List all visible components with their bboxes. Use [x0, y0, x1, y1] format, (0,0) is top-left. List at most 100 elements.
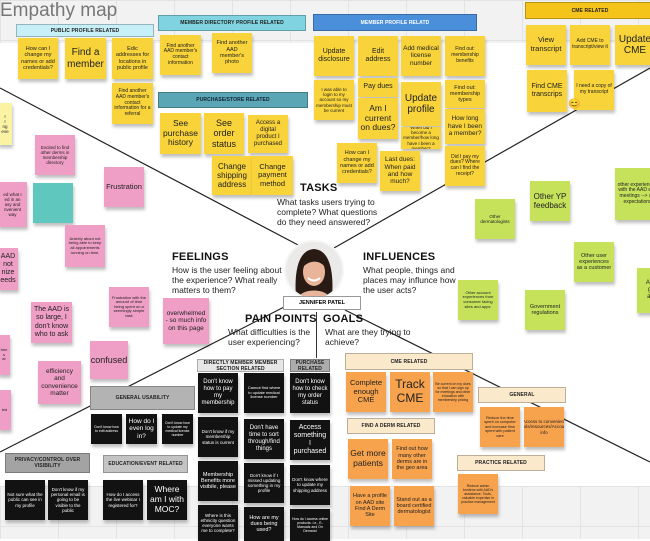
category-banner-member-directory-profile-related[interactable]: MEMBER DIRECTORY PROFILE RELATED — [158, 15, 306, 31]
sticky-note-black[interactable]: Cannot find where to update medical lice… — [244, 373, 284, 413]
sticky-note-yellow[interactable]: Add medical license number — [401, 36, 441, 76]
sticky-note-black[interactable]: Where am I with MOC? — [147, 480, 187, 520]
sticky-note-yellow[interactable]: Find CME transcrips — [527, 70, 567, 112]
sticky-note-green[interactable]: other experiences with the AAD e.g. meet… — [615, 168, 650, 220]
category-banner-cme-related[interactable]: CME RELATED — [345, 353, 473, 370]
sticky-note-yellow[interactable]: When did I become a member/how long have… — [401, 127, 441, 149]
sticky-note-orange[interactable]: Get more patients — [348, 439, 388, 479]
sticky-note-black[interactable]: Access something I purchased — [290, 420, 330, 460]
sticky-note-yellow[interactable]: Did I pay my dues? Where can I find the … — [445, 146, 485, 186]
sticky-note-pink[interactable]: ted — [0, 390, 11, 430]
sticky-note-green[interactable]: Other dermatologists — [475, 199, 515, 239]
sticky-note-pink[interactable]: AAD not nize eeds — [0, 248, 18, 290]
sticky-note-green[interactable]: Other account experiences from consumer … — [458, 280, 498, 320]
sticky-note-yellow[interactable]: Find a member — [65, 38, 106, 79]
sticky-note-pink[interactable]: Anxiety about not being able to keep all… — [65, 225, 105, 267]
sticky-note-yellow[interactable]: Update CME — [615, 25, 650, 65]
category-banner-member-profile-relatd[interactable]: MEMBER PROFILE RELATD — [313, 14, 477, 31]
sticky-note-orange[interactable]: Reduce admin burdens with AAD's assistan… — [458, 474, 498, 514]
category-banner-public-profile-related[interactable]: PUBLIC PROFILE RELATED — [16, 24, 154, 37]
persona-name: JENNIFER PATEL — [283, 296, 361, 310]
sticky-note-black[interactable]: Not sure what the public can see in my p… — [5, 480, 45, 520]
tasks-heading: TASKS — [300, 182, 338, 194]
category-banner-purchase-store-related[interactable]: PURCHASE/STORE RELATED — [158, 92, 308, 108]
sticky-note-pink[interactable]: confused — [90, 341, 128, 379]
sticky-note-black[interactable]: Don't know if I missed updating somethin… — [244, 463, 284, 503]
sticky-note-pink[interactable]: Frustration — [104, 167, 144, 207]
category-banner-general-usability[interactable]: GENERAL USABILITY — [90, 386, 195, 410]
sticky-note-black[interactable]: How do I access the live webinar I regis… — [103, 480, 143, 520]
pain-goals-divider — [316, 312, 317, 358]
sticky-note-yellow[interactable]: See purchase history — [160, 113, 201, 154]
sticky-note-black[interactable]: Don't know how to edit address — [91, 414, 122, 444]
sticky-note-black[interactable]: Membership Benefits more visibile, pleas… — [198, 461, 238, 501]
sticky-note-yellow[interactable]: Edic addresses for locations in public p… — [112, 38, 153, 79]
category-banner-purchase-related[interactable]: PURCHASE RELATED — [290, 359, 330, 372]
sticky-note-yellow[interactable]: Access a digital product I purchased — [248, 115, 288, 153]
sticky-note-black[interactable]: Where is this ethnicity question everyon… — [198, 505, 238, 541]
sticky-note-green[interactable]: Att g al — [637, 268, 650, 313]
sticky-note-black[interactable]: Don't have time to sort through/find thi… — [244, 419, 284, 459]
sticky-note-yellow[interactable]: Find out: membership benefits — [445, 36, 485, 76]
sticky-note-yellow[interactable]: I need a copy of my transcript — [574, 70, 614, 110]
category-banner-directly-member-member-section-related[interactable]: DIRECTLY MEMBER MEMBER SECTION RELATED — [197, 359, 284, 372]
sticky-note-yellow[interactable]: Last dues: When paid and how much? — [380, 151, 420, 191]
sticky-note-black[interactable]: How are my dues being used? — [244, 507, 284, 541]
sticky-note-pink[interactable]: The AAD is so large, I don't know who to… — [31, 302, 72, 343]
sticky-note-pink[interactable]: ed what I ed in an asy and nvenient way — [0, 182, 27, 227]
sticky-note-yellow[interactable]: Change shipping address — [212, 156, 252, 195]
category-banner-practice-related[interactable]: PRACTICE RELATED — [457, 455, 545, 471]
sticky-note-black[interactable]: Don't know how to update my medical lice… — [162, 414, 193, 444]
sticky-note-yellow[interactable]: Find another AAD member's contact inform… — [160, 35, 201, 75]
sticky-note-yellow[interactable]: Find out: membership types — [445, 80, 485, 108]
sticky-note-black[interactable]: Don't know how to check my order status — [290, 373, 330, 413]
sticky-note-pink[interactable]: hen s ar — [0, 335, 10, 375]
category-banner-cme-related[interactable]: CME RELATED — [525, 2, 650, 19]
sticky-note-paleyellow[interactable]: I I ng eve — [0, 103, 12, 145]
sticky-note-black[interactable]: Don't know where to update my shipping a… — [290, 465, 330, 505]
sticky-note-black[interactable]: How do I even log in? — [126, 414, 157, 444]
sticky-note-black[interactable]: Don't know if my membership status is cu… — [198, 417, 238, 457]
sticky-note-yellow[interactable]: View transcript — [526, 25, 566, 65]
sticky-note-yellow[interactable]: Find another AAD member's photo — [212, 33, 252, 73]
sticky-note-orange[interactable]: Complete enough CME — [346, 372, 386, 412]
category-banner-privacy-control-over-visibility[interactable]: PRIVACY/CONTROL OVER VISIBILITY — [5, 453, 90, 473]
sticky-note-pink[interactable]: Excited to find other derms in membershi… — [35, 135, 75, 175]
sticky-note-pink[interactable]: overwhelmed - so much info on this page — [163, 298, 209, 344]
divider-line — [0, 87, 301, 247]
sticky-note-green[interactable]: Other YP feedback — [530, 181, 570, 221]
sticky-note-yellow[interactable]: I was able to login to my account so my … — [314, 80, 354, 120]
sticky-note-black[interactable]: How do I access online products. i.e., E… — [290, 509, 330, 541]
sticky-note-orange[interactable]: Be current on my dues so that I can sign… — [433, 372, 473, 412]
sticky-note-black[interactable]: Don't know how to pay my membership — [198, 373, 238, 413]
sticky-note-teal[interactable] — [33, 183, 73, 223]
sticky-note-yellow[interactable]: Update profile — [401, 82, 441, 126]
sticky-note-orange[interactable]: Find out how many other derms are in the… — [392, 439, 432, 479]
sticky-note-yellow[interactable]: Find another AAD member's contact inform… — [112, 83, 153, 124]
category-banner-find-a-derm-related[interactable]: FIND A DERM RELATED — [347, 418, 435, 434]
persona-avatar — [284, 240, 344, 300]
sticky-note-yellow[interactable]: Update disclosure — [314, 36, 354, 76]
sticky-note-yellow[interactable]: Pay dues — [358, 78, 398, 97]
sticky-note-yellow[interactable]: How can I change my names or add credent… — [337, 143, 377, 183]
category-banner-general[interactable]: GENERAL — [478, 387, 566, 403]
sticky-note-pink[interactable]: Frustration with the amount of time bein… — [109, 287, 149, 327]
sticky-note-yellow[interactable]: How can I change my names or add credent… — [18, 38, 58, 79]
sticky-note-pink[interactable]: efficiency and convenience matter — [38, 361, 81, 404]
sticky-note-yellow[interactable]: Am I current on dues? — [358, 98, 398, 139]
sticky-note-black[interactable]: Don't know if my personal email is going… — [48, 480, 88, 520]
sticky-note-orange[interactable]: Have a profile on AAD site Find A Derm S… — [350, 486, 390, 526]
sticky-note-green[interactable]: Other user experiences as a customer — [574, 242, 614, 282]
sticky-note-orange[interactable]: Stand out as a board certified dermatolo… — [394, 486, 434, 526]
sticky-note-orange[interactable]: Track CME — [390, 372, 430, 412]
sticky-note-green[interactable]: Government regulations — [525, 290, 565, 330]
sticky-note-orange[interactable]: Access to convenient tools/resources/Acc… — [524, 407, 564, 447]
sticky-note-yellow[interactable]: Change payment method — [252, 156, 293, 195]
sticky-note-orange[interactable]: Reduce the time spent on computer and in… — [480, 407, 520, 447]
divider-line — [344, 309, 650, 463]
sticky-note-yellow[interactable]: Edit address — [358, 36, 398, 76]
category-banner-education-event-related[interactable]: EDUCATION/EVENT RELATED — [103, 455, 188, 473]
sticky-note-yellow[interactable]: How long have I been a member? — [445, 109, 485, 144]
sticky-note-yellow[interactable]: See order status — [204, 113, 244, 154]
sticky-note-yellow[interactable]: Add CME to transcript/view it — [570, 25, 610, 65]
